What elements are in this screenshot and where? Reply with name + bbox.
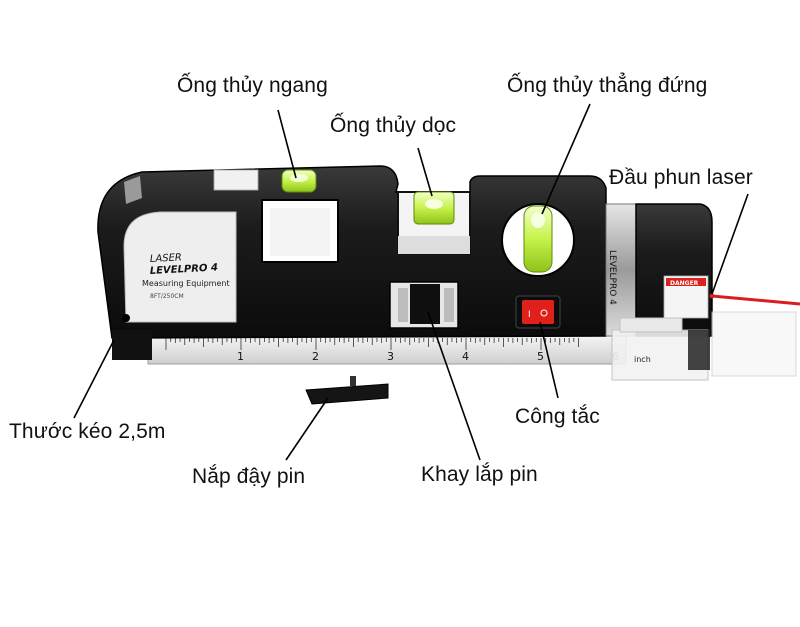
label-power-switch: Công tắc	[515, 405, 600, 428]
label-panel	[123, 211, 237, 323]
ruler-number: 3	[387, 350, 394, 363]
ruler-ticks	[165, 338, 579, 350]
ruler-number: 2	[312, 350, 319, 363]
warning-sticker	[213, 169, 259, 191]
label-plumb-vial: Ống thủy thẳng đứng	[507, 74, 708, 97]
chrome-band	[605, 203, 637, 337]
screw-hole	[122, 314, 130, 322]
tape-holder	[611, 311, 797, 381]
svg-text:I: I	[528, 310, 531, 320]
top-grip	[124, 176, 142, 204]
label-horizontal-vial: Ống thủy ngang	[177, 74, 328, 97]
ruler-number: 1	[237, 350, 244, 363]
brand-line4: 8FT/250CM	[150, 293, 184, 300]
ruler-tape: 123456	[147, 335, 627, 365]
leader-tape-measure	[73, 339, 115, 419]
laser-beam	[711, 294, 800, 306]
side-text: LEVELPRO 4	[607, 250, 617, 305]
power-switch	[522, 300, 554, 324]
label-tape-measure: Thước kéo 2,5m	[9, 420, 166, 443]
leader-power-switch	[539, 321, 559, 399]
leader-lines	[73, 103, 749, 461]
leader-plumb-vial	[541, 103, 591, 215]
plumb-vial	[523, 205, 553, 273]
label-laser-head: Đầu phun laser	[609, 166, 753, 189]
device-foot	[112, 330, 152, 360]
label-battery-tray: Khay lắp pin	[421, 463, 538, 486]
ruler-unit: inch	[634, 355, 651, 364]
brand-line3: Measuring Equipment	[142, 279, 230, 288]
laser-warning-text: DANGER	[670, 280, 699, 287]
leader-laser-head	[711, 193, 749, 295]
label-battery-cover: Nắp đậy pin	[192, 465, 306, 488]
leader-battery-cover	[285, 397, 329, 461]
leader-horizontal-vial	[277, 109, 297, 179]
label-vertical-vial: Ống thủy dọc	[330, 114, 457, 137]
leader-vertical-vial	[417, 147, 433, 197]
leader-battery-tray	[427, 311, 481, 461]
ruler-number: 5	[537, 350, 544, 363]
brand-line1: LASER	[150, 252, 183, 265]
battery-cover	[305, 376, 389, 405]
brand-line2: LEVELPRO 4	[150, 262, 219, 277]
laser-aperture	[709, 293, 715, 299]
ruler-number: 4	[462, 350, 469, 363]
